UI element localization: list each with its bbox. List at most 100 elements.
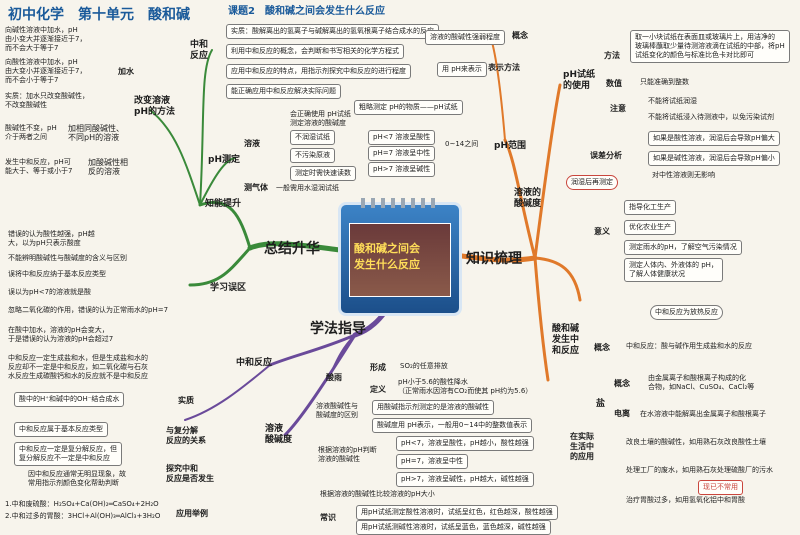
kn-range: 0~14之间 bbox=[445, 140, 479, 148]
branch-neut-sub bbox=[184, 364, 271, 421]
neu2-a2: 处理工厂的废水，如用熟石灰处理硫酸厂的污水 bbox=[626, 466, 773, 474]
method-rel1: 中和反应属于基本反应类型 bbox=[14, 422, 108, 437]
center-card: 酸和碱之间会 发生什么反应 bbox=[338, 198, 462, 316]
usage-method-item: 取一小块试纸在表面皿或玻璃片上，用洁净的 玻璃棒蘸取少量待测溶液滴在试纸的中部，… bbox=[630, 30, 790, 63]
method-c1: 用pH试纸测定酸性溶液时，试纸呈红色，红色越深，酸性越强 bbox=[356, 505, 558, 520]
method-rel2: 中和反应一定是复分解反应，但 复分解反应不一定是中和反应 bbox=[14, 442, 122, 466]
branch-neu2 bbox=[533, 256, 550, 382]
neu2-salt: 盐 bbox=[596, 399, 606, 409]
phtest-item-1: 不润湿试纸 bbox=[290, 130, 335, 145]
usage-label: pH试纸 的使用 bbox=[563, 70, 595, 91]
review-item-4: 误以为pH<7的溶液就是酸 bbox=[8, 288, 92, 296]
kn-solution: 溶液的 酸碱度 bbox=[514, 188, 542, 209]
tl-note-2: 向酸性溶液中加水，pH 由大变小并逐渐接近于7， 而不会小于等于7 bbox=[5, 58, 87, 84]
method-eq2: 2.中和过多的胃酸：3HCl+Al(OH)₃═AlCl₃+3H₂O bbox=[5, 512, 161, 520]
tl-add-water: 加水 bbox=[118, 67, 134, 76]
phtest-gas-item: 一般需用水湿润试纸 bbox=[276, 184, 339, 192]
method-acidrain: 酸雨 bbox=[326, 373, 342, 382]
kn-rep-item: 用 pH来表示 bbox=[437, 62, 487, 77]
phtest-item-2: 不污染原液 bbox=[290, 148, 335, 163]
branch-solution bbox=[503, 138, 537, 260]
method-form: 形成 bbox=[370, 363, 386, 372]
kn-rep: 表示方法 bbox=[488, 63, 520, 72]
usage-error: 误差分析 bbox=[590, 151, 622, 160]
method-judge: 根据溶液的pH判断 溶液的酸碱性 bbox=[318, 446, 377, 463]
tl-change-ph: 改变溶液 pH的方法 bbox=[134, 96, 175, 117]
tl-note-7: 加酸碱性相 反的溶液 bbox=[88, 158, 128, 176]
kn-range-item: 粗略测定 pH的物质——pH试纸 bbox=[354, 100, 463, 115]
method-d2: 酸碱度用 pH表示，一般用0~14中的整数值表示 bbox=[372, 418, 533, 433]
meaning-item-2: 优化农业生产 bbox=[624, 220, 676, 235]
branch-summary bbox=[247, 241, 343, 253]
review-item-6: 在酸中加水，溶液的pH会变大， 于是错误的认为溶液的pH会超过7 bbox=[8, 326, 114, 343]
branch-solution-top bbox=[489, 34, 506, 141]
center-title-line2: 发生什么反应 bbox=[354, 258, 420, 271]
branch-rain bbox=[329, 334, 356, 376]
usage-notice: 注意 bbox=[610, 104, 626, 113]
method-j2: pH=7，溶液呈中性 bbox=[396, 454, 469, 469]
review-item-5: 忽略二氧化碳的作用，错误的认为正常雨水的pH=7 bbox=[8, 306, 169, 314]
usage-value-item: 只能准确到整数 bbox=[640, 78, 689, 86]
ability-label: 知能提升 bbox=[205, 199, 242, 209]
usage-n2: 不能将试纸浸入待测液中，以免污染试剂 bbox=[648, 113, 774, 121]
kn-concept-item: 溶液的酸碱性强弱程度 bbox=[425, 30, 505, 45]
branch-meaning bbox=[533, 256, 582, 302]
usage-e3: 对中性溶液则无影响 bbox=[652, 171, 715, 179]
method-c2: 用pH试纸测碱性溶液时，试纸呈蓝色，蓝色越深，碱性越强 bbox=[356, 520, 551, 535]
usage-method: 方法 bbox=[604, 51, 620, 60]
branch-summary-label: 总结升华 bbox=[264, 241, 320, 257]
branch-neutral-top bbox=[199, 49, 213, 206]
phtest-item-3: 测定时需快速读数 bbox=[290, 166, 356, 181]
method-sol: 溶液 酸碱度 bbox=[265, 424, 293, 445]
method-j1: pH<7，溶液呈酸性，pH越小，酸性越强 bbox=[396, 436, 534, 451]
method-def: 定义 bbox=[370, 385, 386, 394]
tl-note-3: 实质：加水只改变酸碱性， 不改变酸碱性 bbox=[5, 92, 89, 109]
kn-concept: 概念 bbox=[512, 31, 528, 40]
neutral-label: 中和 反应 bbox=[190, 40, 209, 61]
center-rings-icon bbox=[361, 198, 439, 208]
usage-e1: 如果是酸性溶液，润湿后会导致pH偏大 bbox=[648, 131, 780, 146]
method-rel: 与复分解 反应的关系 bbox=[166, 426, 206, 445]
phtest-gas: 测气体 bbox=[244, 183, 268, 192]
neu2-salt-item: 由金属离子和酸根离子构成的化 合物，如NaCl、CuSO₄、CaCl₂等 bbox=[648, 374, 755, 391]
neutral-item-3: 应用中和反应的特点，用指示剂探究中和反应的进行程度 bbox=[226, 64, 411, 79]
branch-phtest bbox=[199, 157, 236, 206]
center-photo: 酸和碱之间会 发生什么反应 bbox=[349, 223, 451, 297]
header-title: 初中化学 第十单元 酸和碱 bbox=[8, 7, 190, 23]
usage-e2: 如果是碱性溶液，润湿后会导致pH偏小 bbox=[648, 151, 780, 166]
method-diff: 溶液酸碱性与 酸碱度的区别 bbox=[316, 402, 358, 419]
method-neut: 中和反应 bbox=[236, 358, 273, 368]
branch-sol-m bbox=[283, 333, 357, 437]
tl-note-1: 向碱性溶液中加水，pH 由小变大并逐渐接近于7， 而不会大于等于7 bbox=[5, 26, 87, 52]
neu2-a1: 改良土壤的酸碱性，如用熟石灰改良酸性土壤 bbox=[626, 438, 766, 446]
tl-note-4: 酸碱性不变，pH 介于两者之间 bbox=[5, 124, 57, 141]
kn-r2: pH=7 溶液呈中性 bbox=[368, 146, 436, 161]
lesson-title: 课题2 酸和碱之间会发生什么反应 bbox=[228, 6, 385, 17]
center-title-line1: 酸和碱之间会 bbox=[354, 242, 420, 255]
branch-method-label: 学法指导 bbox=[310, 321, 366, 337]
neu2-ion-item: 在水溶液中能解离出金属离子和酸根离子 bbox=[640, 410, 766, 418]
neu2-label: 酸和碱 发生中 和反应 bbox=[552, 324, 580, 356]
branch-review bbox=[188, 246, 252, 287]
branch-knowledge bbox=[452, 252, 538, 263]
branch-knowledge-label: 知识梳理 bbox=[466, 251, 522, 267]
method-explore: 探究中和 反应是否发生 bbox=[166, 464, 214, 483]
method-j3: pH>7，溶液呈碱性，pH越大，碱性越强 bbox=[396, 472, 534, 487]
meaning-item-1: 指导化工生产 bbox=[624, 200, 676, 215]
neu2-stamp: 现已不常用 bbox=[698, 480, 743, 495]
method-d1: 用酸碱指示剂测定的是溶液的酸碱性 bbox=[372, 400, 494, 415]
neu2-salt-concept: 概念 bbox=[614, 379, 630, 388]
neutral-item-2: 利用中和反应的概念，会判断和书写相关的化学方程式 bbox=[226, 44, 404, 59]
neutral-item-1: 实质：酸解离出的氢离子与碱解离出的氢氧根离子结合成水的反应 bbox=[226, 24, 439, 39]
phtest-label: pH测定 bbox=[208, 155, 240, 165]
meaning-item-4: 测定人体内、外液体的 pH， 了解人体健康状况 bbox=[624, 258, 723, 282]
method-eq1: 1.中和废硫酸：H₂SO₄+Ca(OH)₂═CaSO₄+2H₂O bbox=[5, 500, 159, 508]
method-exp-item: 因中和反应通常无明显现象，故 常用指示剂颜色变化帮助判断 bbox=[28, 470, 126, 487]
kn-ph-range: pH范围 bbox=[494, 141, 526, 151]
neu2-ion: 电离 bbox=[614, 409, 630, 418]
method-form-item: SO₂的任意排放 bbox=[400, 362, 448, 370]
neu2-app: 在实际 生活中 的应用 bbox=[570, 432, 594, 461]
review-label: 学习误区 bbox=[210, 283, 247, 293]
branch-usage bbox=[533, 83, 562, 260]
